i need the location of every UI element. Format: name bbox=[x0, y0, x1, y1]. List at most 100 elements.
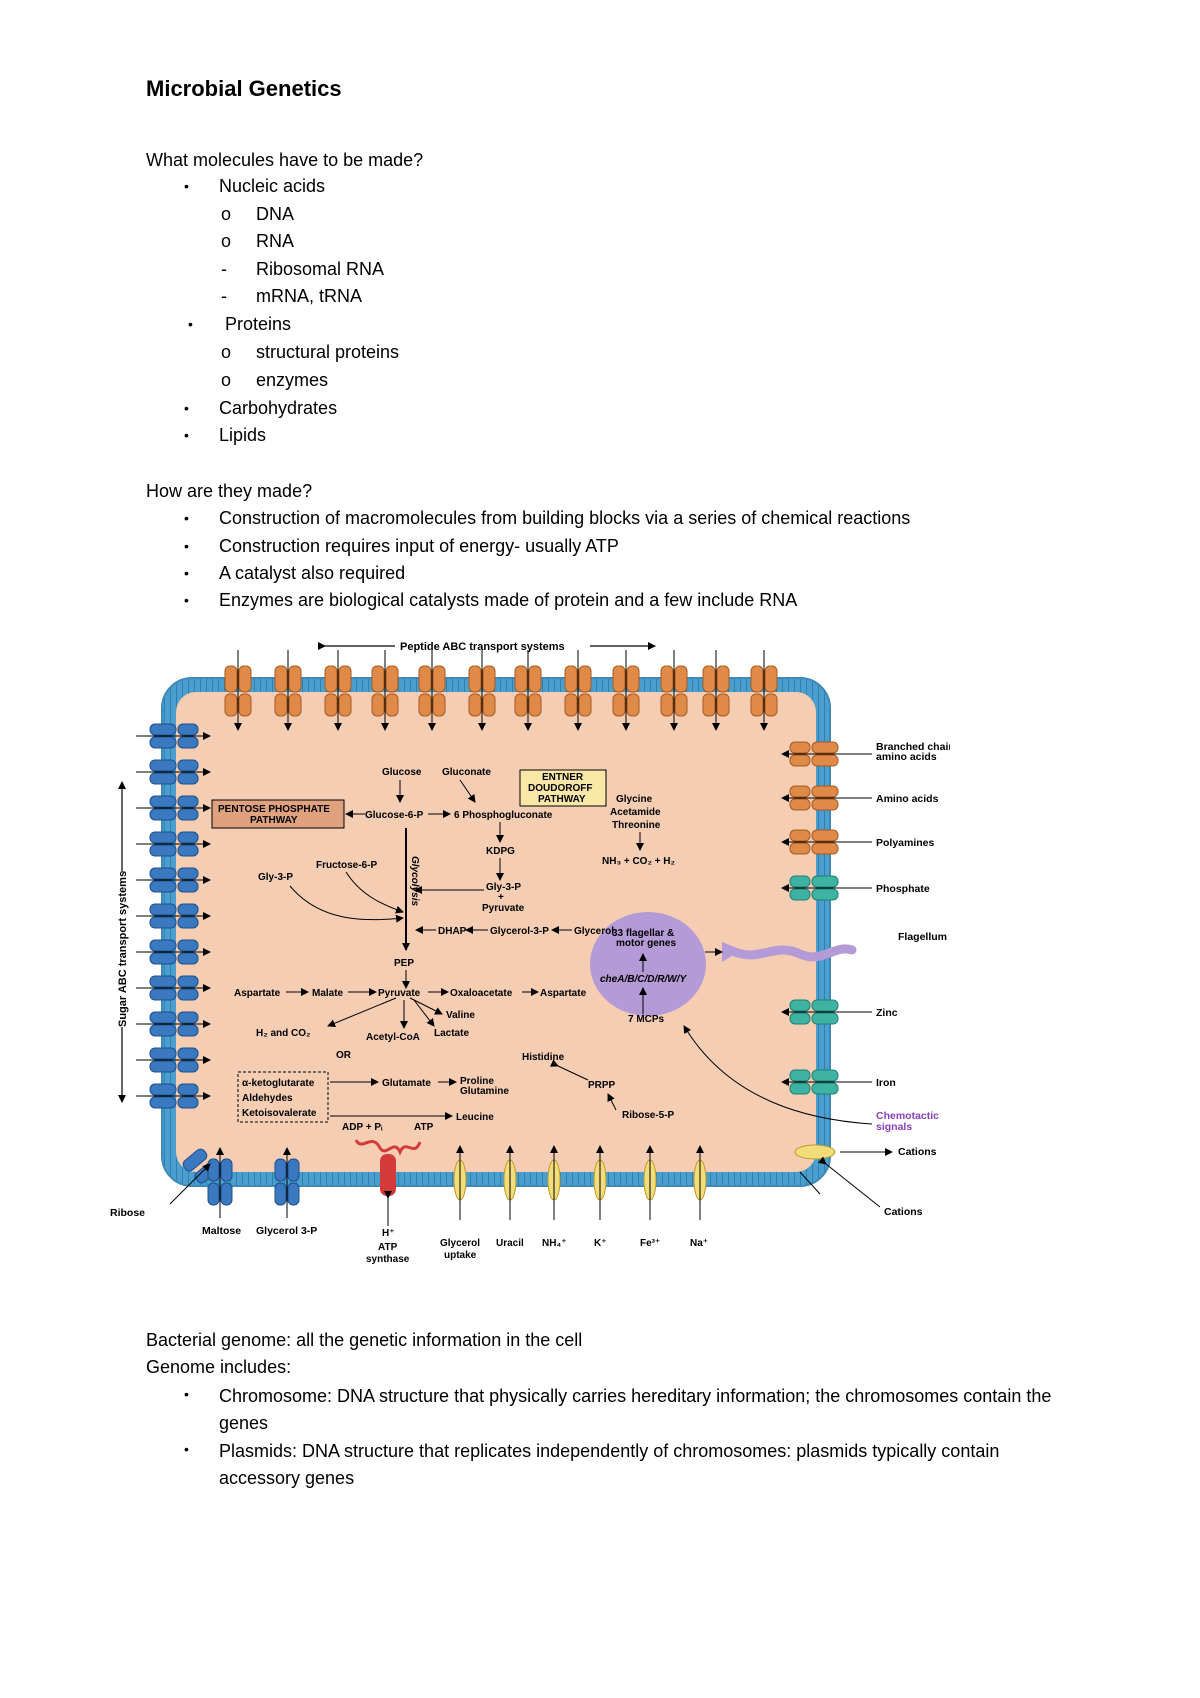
plus-label: + bbox=[498, 892, 504, 903]
bullet: • bbox=[184, 1386, 189, 1402]
peptide-transporters bbox=[224, 650, 778, 731]
flagellar-genes-label: 33 flagellar & bbox=[612, 928, 674, 939]
sugar-abc-label: Sugar ABC transport systems bbox=[117, 871, 129, 1027]
gluconate-label: Gluconate bbox=[442, 767, 491, 778]
cations-label-2: Cations bbox=[884, 1206, 923, 1218]
precursor-box bbox=[237, 1071, 329, 1123]
or-label: OR bbox=[336, 1050, 352, 1061]
glycolysis-label: Glycolysis bbox=[409, 856, 420, 906]
fructose-6p-label: Fructose-6-P bbox=[316, 860, 377, 871]
question-how-made: How are they made? bbox=[146, 481, 313, 501]
item-dna: DNA bbox=[256, 204, 295, 224]
gly3p-left-label: Gly-3-P bbox=[258, 872, 293, 883]
dhap-label: DHAP bbox=[438, 926, 467, 937]
amino-acids-label: Amino acids bbox=[876, 793, 939, 805]
aspartate-left-label: Aspartate bbox=[234, 988, 281, 999]
item-enzymes-catalysts: Enzymes are biological catalysts made of… bbox=[219, 590, 798, 610]
gly3p-right-label: Gly-3-P bbox=[486, 882, 521, 893]
acetamide-label: Acetamide bbox=[610, 807, 661, 818]
cations-label-1: Cations bbox=[898, 1146, 937, 1158]
sub-marker: o bbox=[221, 370, 232, 390]
glycerol-uptake-label: Glycerol bbox=[440, 1238, 480, 1249]
item-structural-proteins: structural proteins bbox=[256, 342, 400, 362]
glycine-label: Glycine bbox=[616, 794, 653, 805]
histidine-label: Histidine bbox=[522, 1052, 565, 1063]
fe3-label: Fe³⁺ bbox=[640, 1238, 660, 1249]
uracil-label: Uracil bbox=[496, 1238, 524, 1249]
aspartate-right-label: Aspartate bbox=[540, 988, 587, 999]
bullet: • bbox=[184, 178, 189, 194]
h2-co2-label: H₂ and CO₂ bbox=[256, 1028, 310, 1039]
item-energy: Construction requires input of energy- u… bbox=[219, 536, 619, 556]
pyruvate-top-label: Pyruvate bbox=[482, 903, 525, 914]
h-plus-label: H⁺ bbox=[382, 1228, 395, 1239]
item-nucleic-acids: Nucleic acids bbox=[219, 176, 326, 196]
genome-includes: Genome includes: bbox=[146, 1357, 292, 1377]
branched-chain-label: Branched chain bbox=[876, 741, 950, 753]
acetyl-coa-label: Acetyl-CoA bbox=[366, 1032, 420, 1043]
page-title: Microbial Genetics bbox=[146, 76, 342, 101]
bullet: • bbox=[184, 427, 189, 443]
atp-synthase-stalk bbox=[380, 1154, 396, 1196]
nh3-co2-h2-label: NH₃ + CO₂ + H₂ bbox=[602, 856, 675, 867]
zinc-label: Zinc bbox=[876, 1007, 898, 1019]
threonine-label: Threonine bbox=[612, 820, 661, 831]
item-ribosomal-rna: Ribosomal RNA bbox=[256, 259, 385, 279]
item-catalyst: A catalyst also required bbox=[219, 563, 406, 583]
ribose-5p-label: Ribose-5-P bbox=[622, 1110, 675, 1121]
sub-marker: o bbox=[221, 204, 232, 224]
sub-marker: o bbox=[221, 342, 232, 362]
pep-label: PEP bbox=[394, 958, 414, 969]
entner-label-2: DOUDOROFF bbox=[528, 783, 592, 794]
flagellar-genes-label-2: motor genes bbox=[616, 938, 676, 949]
glutamine-label: Glutamine bbox=[460, 1086, 509, 1097]
glycerol3p-label: Glycerol-3-P bbox=[490, 926, 549, 937]
cation-channel-right bbox=[794, 1144, 836, 1160]
item-chromosome: Chromosome: DNA structure that physicall… bbox=[219, 1386, 1052, 1433]
kdpg-label: KDPG bbox=[486, 846, 515, 857]
bullet: • bbox=[184, 400, 189, 416]
nh4-label: NH₄⁺ bbox=[542, 1238, 567, 1249]
item-carbohydrates: Carbohydrates bbox=[219, 398, 338, 418]
item-plasmids: Plasmids: DNA structure that replicates … bbox=[219, 1441, 1000, 1488]
entner-label-3: PATHWAY bbox=[538, 794, 586, 805]
dash-marker: - bbox=[221, 259, 227, 279]
ketoisovalerate-label: Ketoisovalerate bbox=[242, 1108, 317, 1119]
item-lipids: Lipids bbox=[219, 425, 267, 445]
ketoglutarate-label: α-ketoglutarate bbox=[242, 1078, 315, 1089]
item-construction: Construction of macromolecules from buil… bbox=[219, 508, 911, 528]
item-enzymes: enzymes bbox=[256, 370, 329, 390]
glycerol-3p-label: Glycerol 3-P bbox=[256, 1225, 317, 1237]
peptide-abc-label: Peptide ABC transport systems bbox=[400, 641, 565, 653]
glucose-label: Glucose bbox=[382, 767, 422, 778]
bullet: • bbox=[184, 1441, 189, 1457]
pentose-phosphate-label: PENTOSE PHOSPHATE bbox=[218, 804, 330, 815]
aldehydes-label: Aldehydes bbox=[242, 1093, 293, 1104]
chemotaxis-oval bbox=[590, 912, 706, 1016]
sugar-transporters bbox=[136, 723, 211, 1109]
bullet: • bbox=[184, 565, 189, 581]
flagellum-label: Flagellum bbox=[898, 931, 947, 943]
maltose-label: Maltose bbox=[202, 1225, 241, 1237]
phosphate-label: Phosphate bbox=[876, 883, 930, 895]
adp-pi-label: ADP + Pᵢ bbox=[342, 1122, 383, 1133]
glycerol-uptake-label-2: uptake bbox=[444, 1250, 477, 1261]
phosphogluconate-label: 6 Phosphogluconate bbox=[454, 810, 553, 821]
question-what-molecules: What molecules have to be made? bbox=[146, 150, 424, 170]
dash-marker: - bbox=[221, 286, 227, 306]
valine-label: Valine bbox=[446, 1010, 475, 1021]
mcps-label: 7 MCPs bbox=[628, 1014, 665, 1025]
item-proteins: Proteins bbox=[225, 314, 292, 334]
bacterial-cell-diagram: Peptide ABC transport systems Sugar ABC … bbox=[110, 641, 950, 1265]
pentose-phosphate-box bbox=[211, 799, 345, 829]
oxaloacetate-label: Oxaloacetate bbox=[450, 988, 513, 999]
glycerol-label: Glycerol bbox=[574, 926, 614, 937]
sub-marker: o bbox=[221, 231, 232, 251]
lactate-label: Lactate bbox=[434, 1028, 469, 1039]
bullet: • bbox=[184, 592, 189, 608]
na-plus-label: Na⁺ bbox=[690, 1238, 708, 1249]
glucose-6p-label: Glucose-6-P bbox=[365, 810, 424, 821]
polyamines-label: Polyamines bbox=[876, 837, 935, 849]
proline-label: Proline bbox=[460, 1076, 494, 1087]
